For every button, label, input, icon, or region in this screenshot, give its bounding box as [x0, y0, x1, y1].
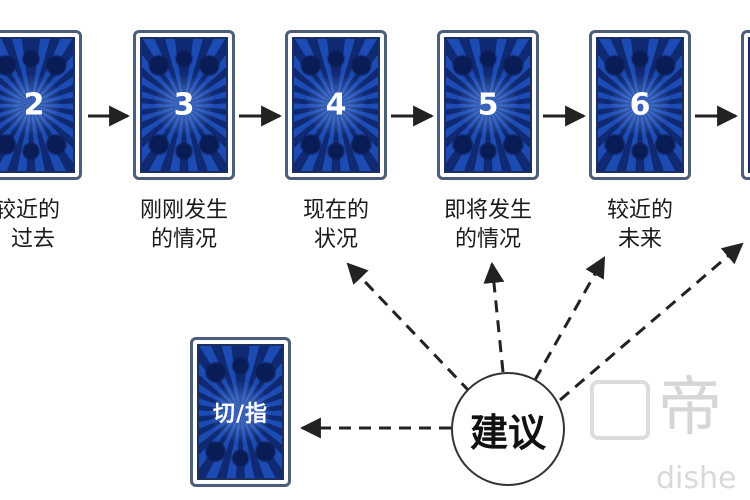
card-back-pattern	[596, 37, 684, 173]
card-label-3: 刚刚发生 的情况	[139, 198, 228, 252]
card-back-pattern	[0, 37, 75, 173]
card-6: 6	[589, 30, 691, 180]
card-2: 2	[0, 30, 82, 180]
advice-circle: 建议	[451, 372, 565, 486]
watermark-logo-icon	[590, 380, 650, 440]
card-number: 6	[629, 87, 651, 123]
cut-card-text: 切/指	[212, 402, 269, 427]
card-7-partial	[741, 30, 750, 180]
advice-arrow-to-4	[346, 262, 472, 394]
card-label-6: 较近的 未来	[606, 198, 673, 252]
card-back-pattern	[748, 37, 750, 173]
card-number: 2	[23, 87, 45, 123]
card-label-4: 现在的 状况	[302, 198, 369, 252]
card-label-5: 即将发生 的情况	[443, 198, 532, 252]
watermark-big-char: 帝	[658, 371, 722, 445]
advice-arrow-to-5	[483, 261, 505, 373]
card-cut: 切/指	[190, 337, 291, 487]
advice-arrow-to-6	[533, 256, 606, 381]
card-label-2: 较近的 过去	[0, 198, 60, 252]
card-number: 3	[173, 87, 195, 123]
card-back-pattern	[197, 344, 284, 480]
card-back-pattern	[444, 37, 532, 173]
card-3: 3	[133, 30, 235, 180]
card-number: 5	[477, 87, 499, 123]
card-number: 4	[325, 87, 347, 123]
card-back-pattern	[292, 37, 380, 173]
card-back-pattern	[140, 37, 228, 173]
card-5: 5	[437, 30, 539, 180]
watermark: 帝 dishe	[590, 372, 750, 500]
card-4: 4	[285, 30, 387, 180]
watermark-text: dishe	[656, 461, 737, 496]
